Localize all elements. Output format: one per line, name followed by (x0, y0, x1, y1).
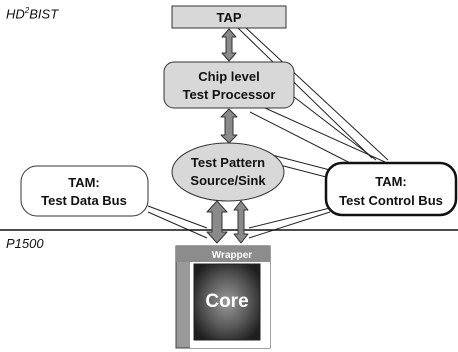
processor-to-control-line-c (249, 111, 361, 169)
control-connections (147, 27, 389, 239)
core-block: Core (193, 263, 261, 341)
processor-to-control-line-b (264, 107, 386, 163)
test-processor-node: Chip level Test Processor (163, 61, 295, 109)
processor-label-line2: Test Processor (183, 87, 276, 102)
processor-label-line1: Chip level (198, 69, 259, 84)
control-core-narrow-arrow (233, 200, 249, 244)
core-label: Core (205, 291, 248, 312)
pattern-label-line2: Source/Sink (190, 173, 266, 188)
test-pattern-node: Test Pattern Source/Sink (171, 142, 285, 202)
tap-processor-arrow (221, 28, 237, 62)
tam-control-label-line1: TAM: (375, 174, 407, 189)
hd2bist-label: HD2BIST (6, 6, 59, 22)
processor-to-control-line-a (284, 89, 377, 161)
tap-label: TAP (216, 10, 241, 25)
data-to-bus-line-a (147, 205, 208, 229)
tam-control-bus-node: TAM: Test Control Bus (324, 161, 458, 217)
data-to-bus-line-b (147, 211, 208, 239)
control-to-bus-line-b (248, 211, 331, 239)
tap-to-control-line-a (237, 27, 373, 159)
p1500-label: P1500 (6, 236, 44, 251)
pattern-label-line1: Test Pattern (191, 155, 265, 170)
wrapper-label: Wrapper (212, 250, 252, 261)
pattern-core-wide-arrow (206, 200, 228, 244)
processor-pattern-arrow (220, 108, 238, 144)
tam-data-label-line2: Test Data Bus (41, 193, 127, 208)
tap-to-control-line-b (245, 27, 389, 161)
tam-data-bus-node: TAM: Test Data Bus (20, 165, 149, 217)
tam-control-label-line2: Test Control Bus (339, 193, 443, 208)
thick-arrows (206, 28, 249, 244)
control-to-bus-line-a (248, 207, 331, 229)
pattern-to-control-line-a (271, 154, 331, 171)
tap-node: TAP (171, 5, 287, 29)
tam-data-label-line1: TAM: (68, 175, 100, 190)
